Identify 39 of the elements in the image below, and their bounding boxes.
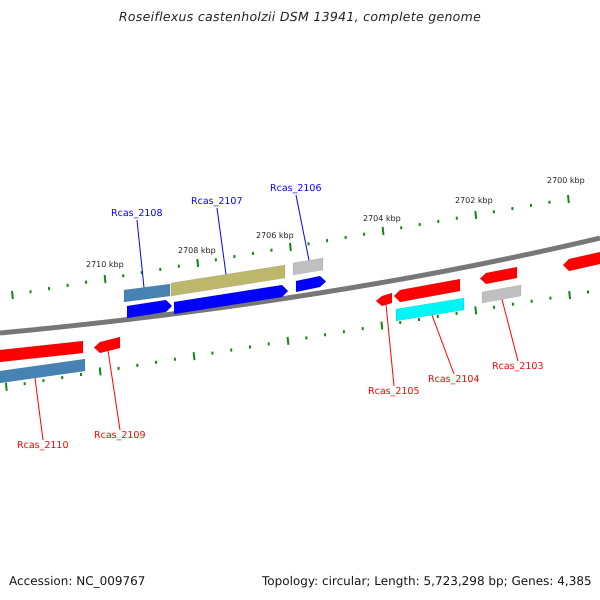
gene-label: Rcas_2110 [17, 440, 69, 452]
gene-label: Rcas_2106 [270, 183, 322, 195]
scale-label: 2702 kbp [455, 196, 493, 206]
leader-line [296, 194, 310, 261]
gene-bar [170, 264, 286, 296]
gene-label: Rcas_2105 [368, 386, 420, 398]
gene-bar [0, 340, 84, 362]
gene-label: Rcas_2103 [492, 361, 544, 373]
leader-line [216, 208, 226, 275]
gene-pentagon [562, 252, 600, 272]
gene-bar [124, 284, 170, 302]
gene-pentagon [296, 276, 326, 292]
footer-text: Accession: NC_009767 [9, 574, 146, 589]
gene-label: Rcas_2109 [94, 430, 146, 442]
gene-pentagon [126, 300, 172, 318]
gene-pentagon [480, 266, 518, 284]
leader-line [386, 304, 394, 386]
chart-title: Roseiflexus castenholzii DSM 13941, complete genome [118, 9, 482, 24]
gene-bar [0, 358, 86, 384]
gene-bar [482, 284, 522, 304]
gene-bar [396, 298, 464, 322]
gene-label: Rcas_2107 [191, 196, 243, 208]
gene-label: Rcas_2108 [111, 208, 163, 220]
gene-bar [292, 258, 324, 276]
leader-line [34, 378, 44, 440]
scale-label: 2704 kbp [363, 214, 401, 224]
leader-line [136, 220, 144, 288]
leader-line [502, 298, 518, 362]
gene-label: Rcas_2104 [428, 374, 480, 386]
scale-label: 2708 kbp [178, 246, 216, 256]
footer-text: Topology: circular; Length: 5,723,298 bp; Genes: 4,385 [262, 574, 592, 589]
leader-line [108, 350, 120, 430]
scale-label: 2706 kbp [256, 231, 294, 241]
gene-pentagon [376, 292, 392, 306]
leader-line [432, 314, 454, 374]
scale-label: 2700 kbp [547, 176, 585, 186]
gene-pentagon [394, 278, 460, 302]
scale-label: 2710 kbp [86, 260, 124, 270]
gene-pentagon [94, 336, 120, 354]
